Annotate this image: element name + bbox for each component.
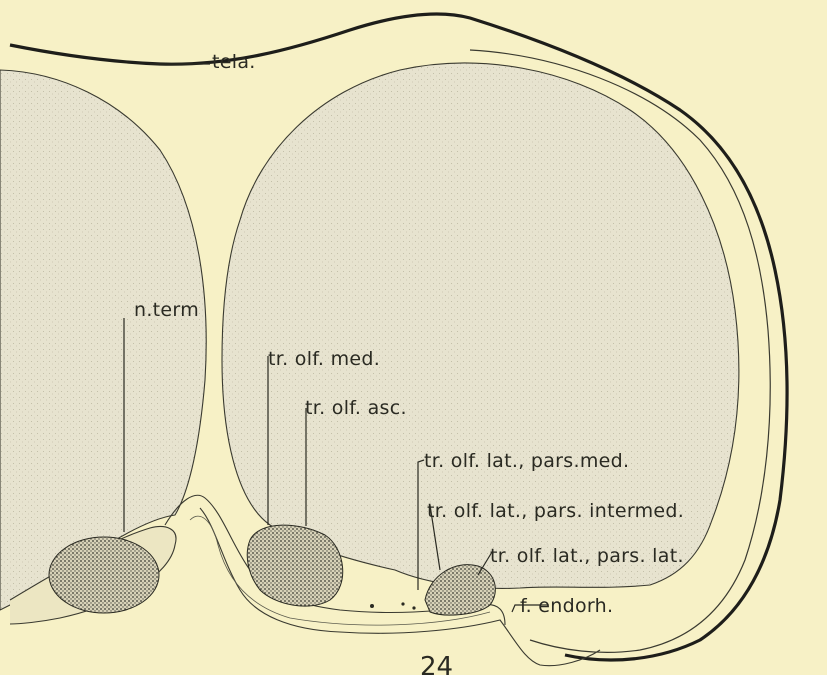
label-tr-olf-lat-pars-med: tr. olf. lat., pars.med. <box>424 450 629 472</box>
label-tela: tela. <box>212 51 256 73</box>
stray-dot <box>412 606 415 609</box>
label-tr-olf-lat-pars-lat: tr. olf. lat., pars. lat. <box>490 545 684 567</box>
label-tr-olf-med: tr. olf. med. <box>268 348 380 370</box>
stray-dot <box>401 602 404 605</box>
label-tr-olf-lat-pars-intermed: tr. olf. lat., pars. intermed. <box>427 500 684 522</box>
label-tr-olf-asc: tr. olf. asc. <box>305 397 407 419</box>
stray-dot <box>370 604 374 608</box>
label-n-term: n.term <box>134 299 199 321</box>
n-term-nucleus <box>49 537 159 613</box>
label-f-endorh: f. endorh. <box>520 595 613 617</box>
figure-number: 24 <box>420 652 453 675</box>
